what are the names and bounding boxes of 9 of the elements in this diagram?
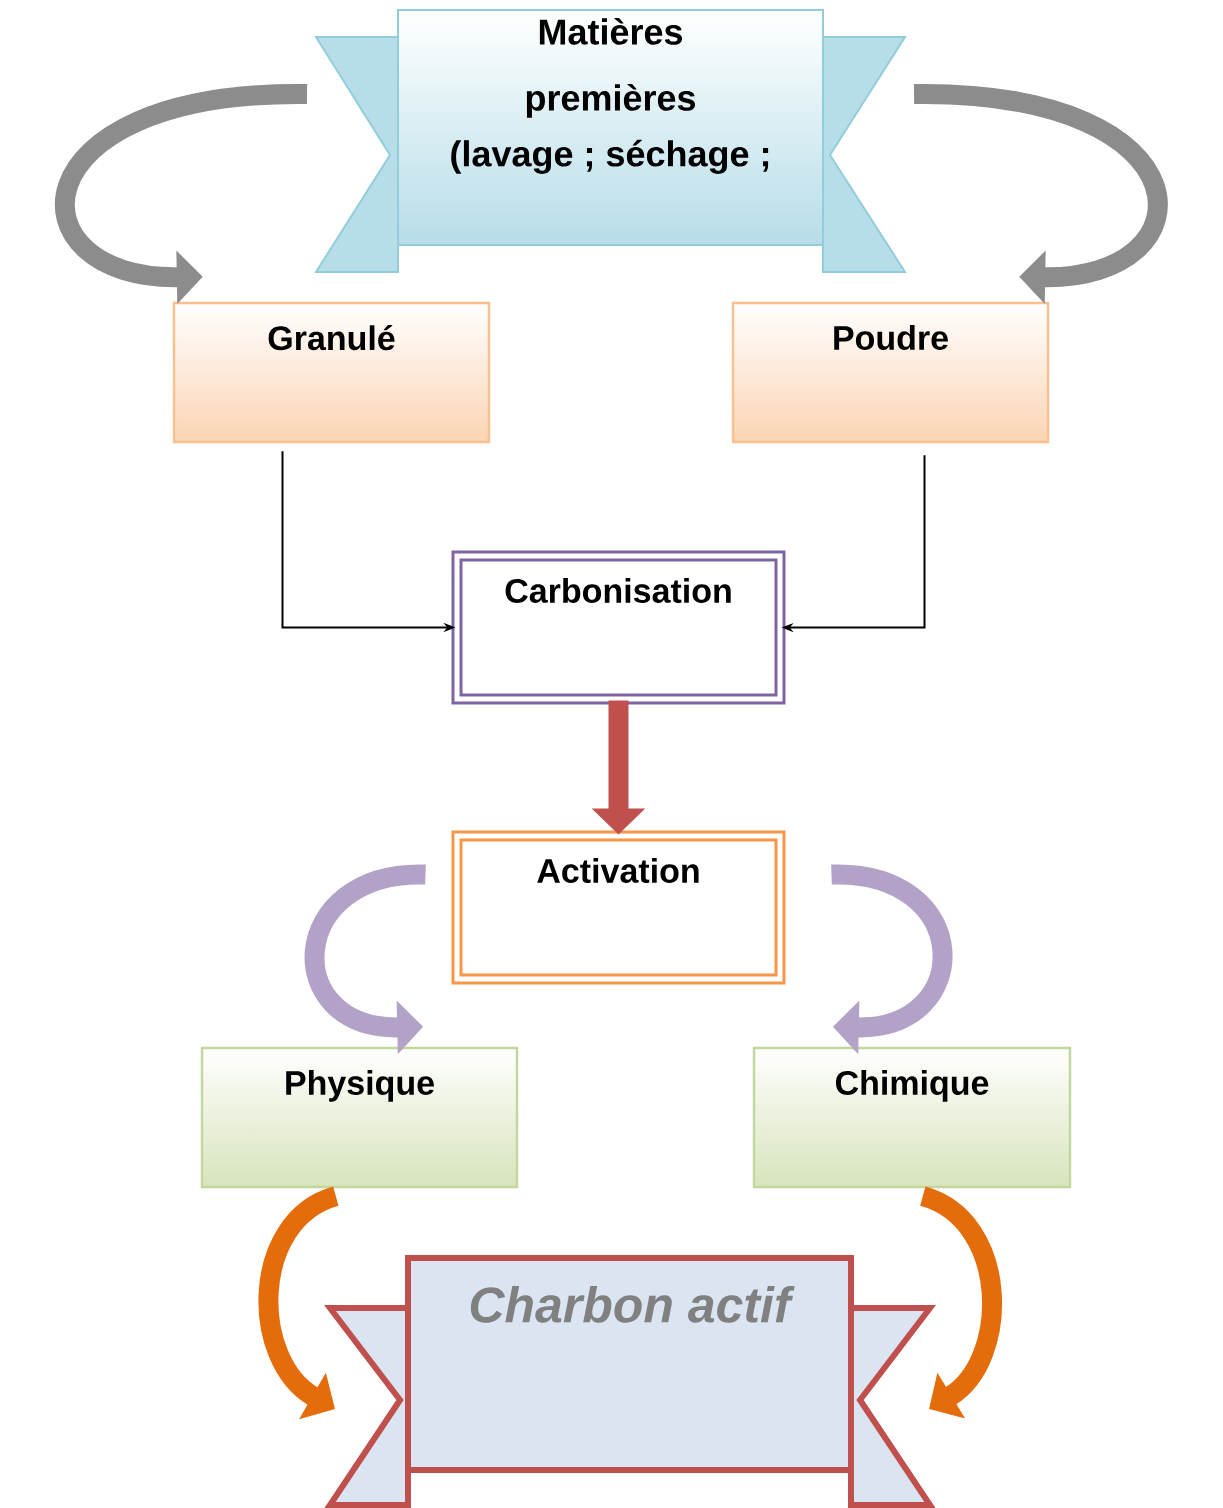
process-box: Activation xyxy=(451,830,786,985)
process-box: Physique xyxy=(200,1046,519,1189)
process-box: Carbonisation xyxy=(451,550,786,705)
process-box: Chimique xyxy=(752,1046,1072,1189)
process-box: Poudre xyxy=(731,301,1050,444)
block-arrow xyxy=(913,84,1168,304)
process-box: Granulé xyxy=(172,301,491,444)
ribbon-banner: Matières premières (lavage ; séchage ; xyxy=(314,9,907,273)
block-arrow xyxy=(830,864,953,1055)
